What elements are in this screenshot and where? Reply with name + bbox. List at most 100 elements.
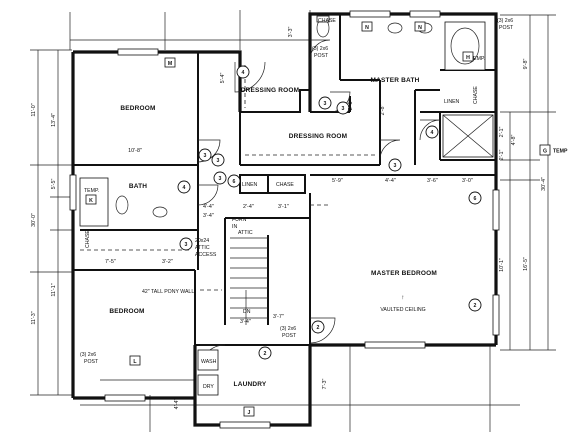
- dim-hall-d: 3'-1": [278, 204, 289, 210]
- dim-mb-a: 5'-9": [332, 178, 343, 184]
- label-dry: DRY: [203, 384, 214, 390]
- dim-bedroom-width: 10'-8": [128, 148, 142, 154]
- door-num-10: 6: [233, 179, 236, 185]
- dim-bath-bottom: 7'-5": [105, 259, 116, 265]
- label-chase-bath: CHASE: [85, 230, 91, 248]
- room-bedroom-top: BEDROOM: [120, 105, 155, 112]
- label-chase-top: CHASE: [318, 18, 336, 24]
- dim-mb-b: 4'-4": [385, 178, 396, 184]
- door-num-8: 4: [431, 130, 434, 136]
- dim-mb-vert: 2'-5": [348, 100, 354, 111]
- door-num-5: 3: [394, 163, 397, 169]
- dim-laundry-left: 4'-4": [174, 399, 180, 410]
- right-temp-tag-label: G: [543, 149, 547, 155]
- dim-hall-a: 4'-4": [203, 204, 214, 210]
- label-temp-bath: TEMP.: [84, 188, 99, 194]
- tag-l: L: [133, 359, 137, 365]
- dim-right-inner-a: 4'-8": [511, 135, 517, 146]
- label-wash: WASH: [201, 359, 217, 365]
- room-dressing-lower: DRESSING ROOM: [289, 133, 348, 140]
- note-post-c-2: POST: [84, 359, 99, 365]
- arrow-up: ↑: [401, 294, 404, 301]
- tag-box-h: [462, 51, 474, 62]
- dim-left-inner-top: 13'-4": [51, 113, 57, 127]
- dashed-lines: [80, 65, 375, 291]
- left-dimension-lines: [30, 49, 72, 396]
- note-post-a-2: POST: [314, 53, 329, 59]
- door-num-2: 3: [342, 106, 345, 112]
- label-temp-master: TEMP.: [470, 56, 485, 62]
- dim-left-low: 11'-3": [31, 311, 37, 324]
- dim-right-mid: 30'-4": [541, 177, 547, 191]
- door-num-13: 6: [474, 196, 477, 202]
- note-attic-1: 20x24: [195, 238, 209, 244]
- tag-box-j: [243, 406, 255, 417]
- tag-k: K: [89, 198, 93, 204]
- room-master-bedroom: MASTER BEDROOM: [371, 270, 437, 277]
- right-temp-tag: [539, 144, 551, 156]
- note-attic-2: ATTIC: [195, 245, 210, 251]
- note-furn-1: FURN: [232, 217, 247, 223]
- tag-box-m: [164, 57, 176, 68]
- tag-box-n1: [361, 21, 373, 32]
- door-num-9: 3: [185, 242, 188, 248]
- tag-box-l: [129, 355, 141, 366]
- note-post-c-1: (3) 2x6: [80, 352, 96, 358]
- door-num-7: 4: [183, 185, 186, 191]
- stair-treads: [230, 237, 268, 325]
- door-num-6: 3: [324, 101, 327, 107]
- note-post-b-2: POST: [499, 25, 514, 31]
- tag-n1: N: [365, 25, 369, 31]
- dim-left-inner-mid: 5'-5": [51, 179, 57, 190]
- windows: [69, 10, 500, 429]
- door-num-11: 2: [264, 351, 267, 357]
- dim-mb-d: 3'-0": [462, 178, 473, 184]
- dim-right-inner-d: 10'-1": [499, 258, 505, 272]
- note-attic-3: ACCESS: [195, 252, 217, 258]
- dim-right-top: 9'-8": [523, 59, 529, 70]
- door-bubbles: [177, 65, 482, 360]
- dim-hall-b: 2'-4": [243, 204, 254, 210]
- door-num-1: 4: [242, 70, 245, 76]
- dim-left-inner-low: 11'-1": [51, 283, 57, 296]
- note-post-d-2: POST: [282, 333, 297, 339]
- dim-mb-c: 3'-6": [427, 178, 438, 184]
- label-chase-hall: CHASE: [276, 182, 294, 188]
- tag-box-n2: [414, 21, 426, 32]
- door-num-3: 3: [204, 153, 207, 159]
- note-furn-3: ATTIC: [238, 230, 253, 236]
- room-bedroom-bottom: BEDROOM: [109, 308, 144, 315]
- note-furn-2: IN: [232, 224, 237, 230]
- dim-laundry-right: 7'-3": [322, 379, 328, 390]
- dim-left-mid: 30'-0": [31, 213, 37, 227]
- room-master-bath: MASTER BATH: [370, 77, 419, 84]
- dim-right-inner-b: 2'-1": [499, 127, 505, 138]
- right-dimension-lines: [500, 14, 556, 351]
- dim-hall-c: 3'-4": [203, 213, 214, 219]
- dim-right-inner-c: 2'-1": [499, 150, 505, 161]
- room-bath: BATH: [129, 183, 147, 190]
- label-chase-master: CHASE: [473, 86, 479, 104]
- tag-n2: N: [418, 25, 422, 31]
- label-linen-master: LINEN: [444, 99, 460, 105]
- note-post-d-1: (3) 2x6: [280, 326, 296, 332]
- tag-j: J: [248, 410, 251, 416]
- dim-dressing-a: 5'-4": [220, 73, 226, 84]
- dim-left-top: 11'-0": [31, 103, 37, 116]
- door-num-12: 2: [317, 325, 320, 331]
- dim-stair-b: 3'-7": [273, 314, 284, 320]
- room-laundry: LAUNDRY: [234, 381, 267, 388]
- label-linen-hall: LINEN: [242, 182, 258, 188]
- room-dressing-upper: DRESSING ROOM: [241, 87, 300, 94]
- tag-h: H: [466, 55, 470, 61]
- dim-dressing-c: 3'-3": [288, 27, 294, 38]
- door-num-14: 2: [474, 303, 477, 309]
- dim-dressing-b: 2'-8": [380, 105, 386, 116]
- top-dimension-lines: [69, 10, 520, 432]
- note-vaulted: VAULTED CEILING: [380, 307, 425, 313]
- note-post-b-1: (3) 2x6: [497, 18, 513, 24]
- tag-box-k: [85, 194, 97, 205]
- tag-m: M: [168, 61, 172, 67]
- dim-stair-a: 3'-4": [240, 319, 251, 325]
